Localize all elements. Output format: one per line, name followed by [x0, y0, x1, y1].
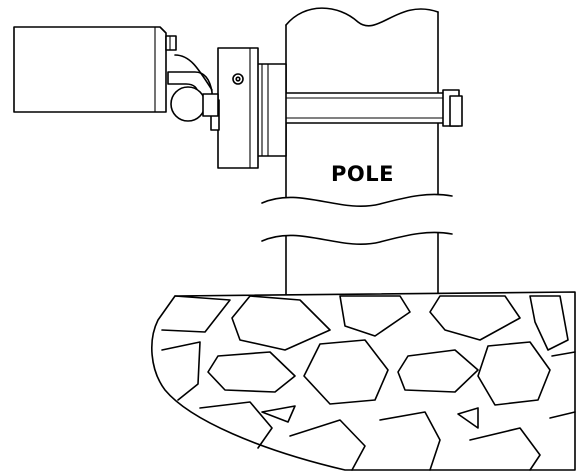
camera-housing: [13, 26, 177, 113]
bracket-plate: [255, 63, 287, 157]
stone: [303, 339, 389, 405]
arm-cable: [174, 54, 213, 91]
pole-break-gap: [262, 194, 452, 245]
pole-top-break: [285, 7, 439, 27]
stone: [339, 295, 411, 337]
camera-arm: [167, 54, 219, 122]
stone: [551, 351, 576, 357]
stone: [379, 411, 441, 471]
stone: [469, 427, 541, 471]
bracket: [210, 47, 287, 169]
bolt-icon: [232, 73, 244, 85]
stone: [549, 411, 576, 419]
stone: [429, 295, 521, 341]
stone: [199, 401, 273, 449]
arm-connector: [202, 93, 219, 117]
camera-rear-knob: [165, 35, 177, 51]
pole-break-line-upper: [261, 193, 453, 208]
pole-break-line-lower: [261, 231, 453, 246]
mounting-strap: [269, 89, 463, 127]
swivel-knob: [170, 86, 206, 122]
stone: [161, 341, 201, 401]
stone: [161, 295, 231, 333]
pole: [285, 7, 439, 295]
stone: [529, 295, 569, 351]
stone: [207, 351, 296, 393]
stone: [231, 295, 331, 351]
camera-body: [13, 26, 167, 113]
strap-clamp-tab: [449, 95, 463, 127]
pole-label: POLE: [331, 162, 394, 186]
stone: [457, 407, 479, 429]
housing-block: [217, 47, 259, 169]
stone: [261, 405, 296, 423]
stone: [477, 341, 551, 406]
bolt-center: [235, 76, 241, 82]
ground-foundation: [151, 291, 576, 471]
stone: [397, 349, 479, 393]
stone: [289, 419, 366, 471]
